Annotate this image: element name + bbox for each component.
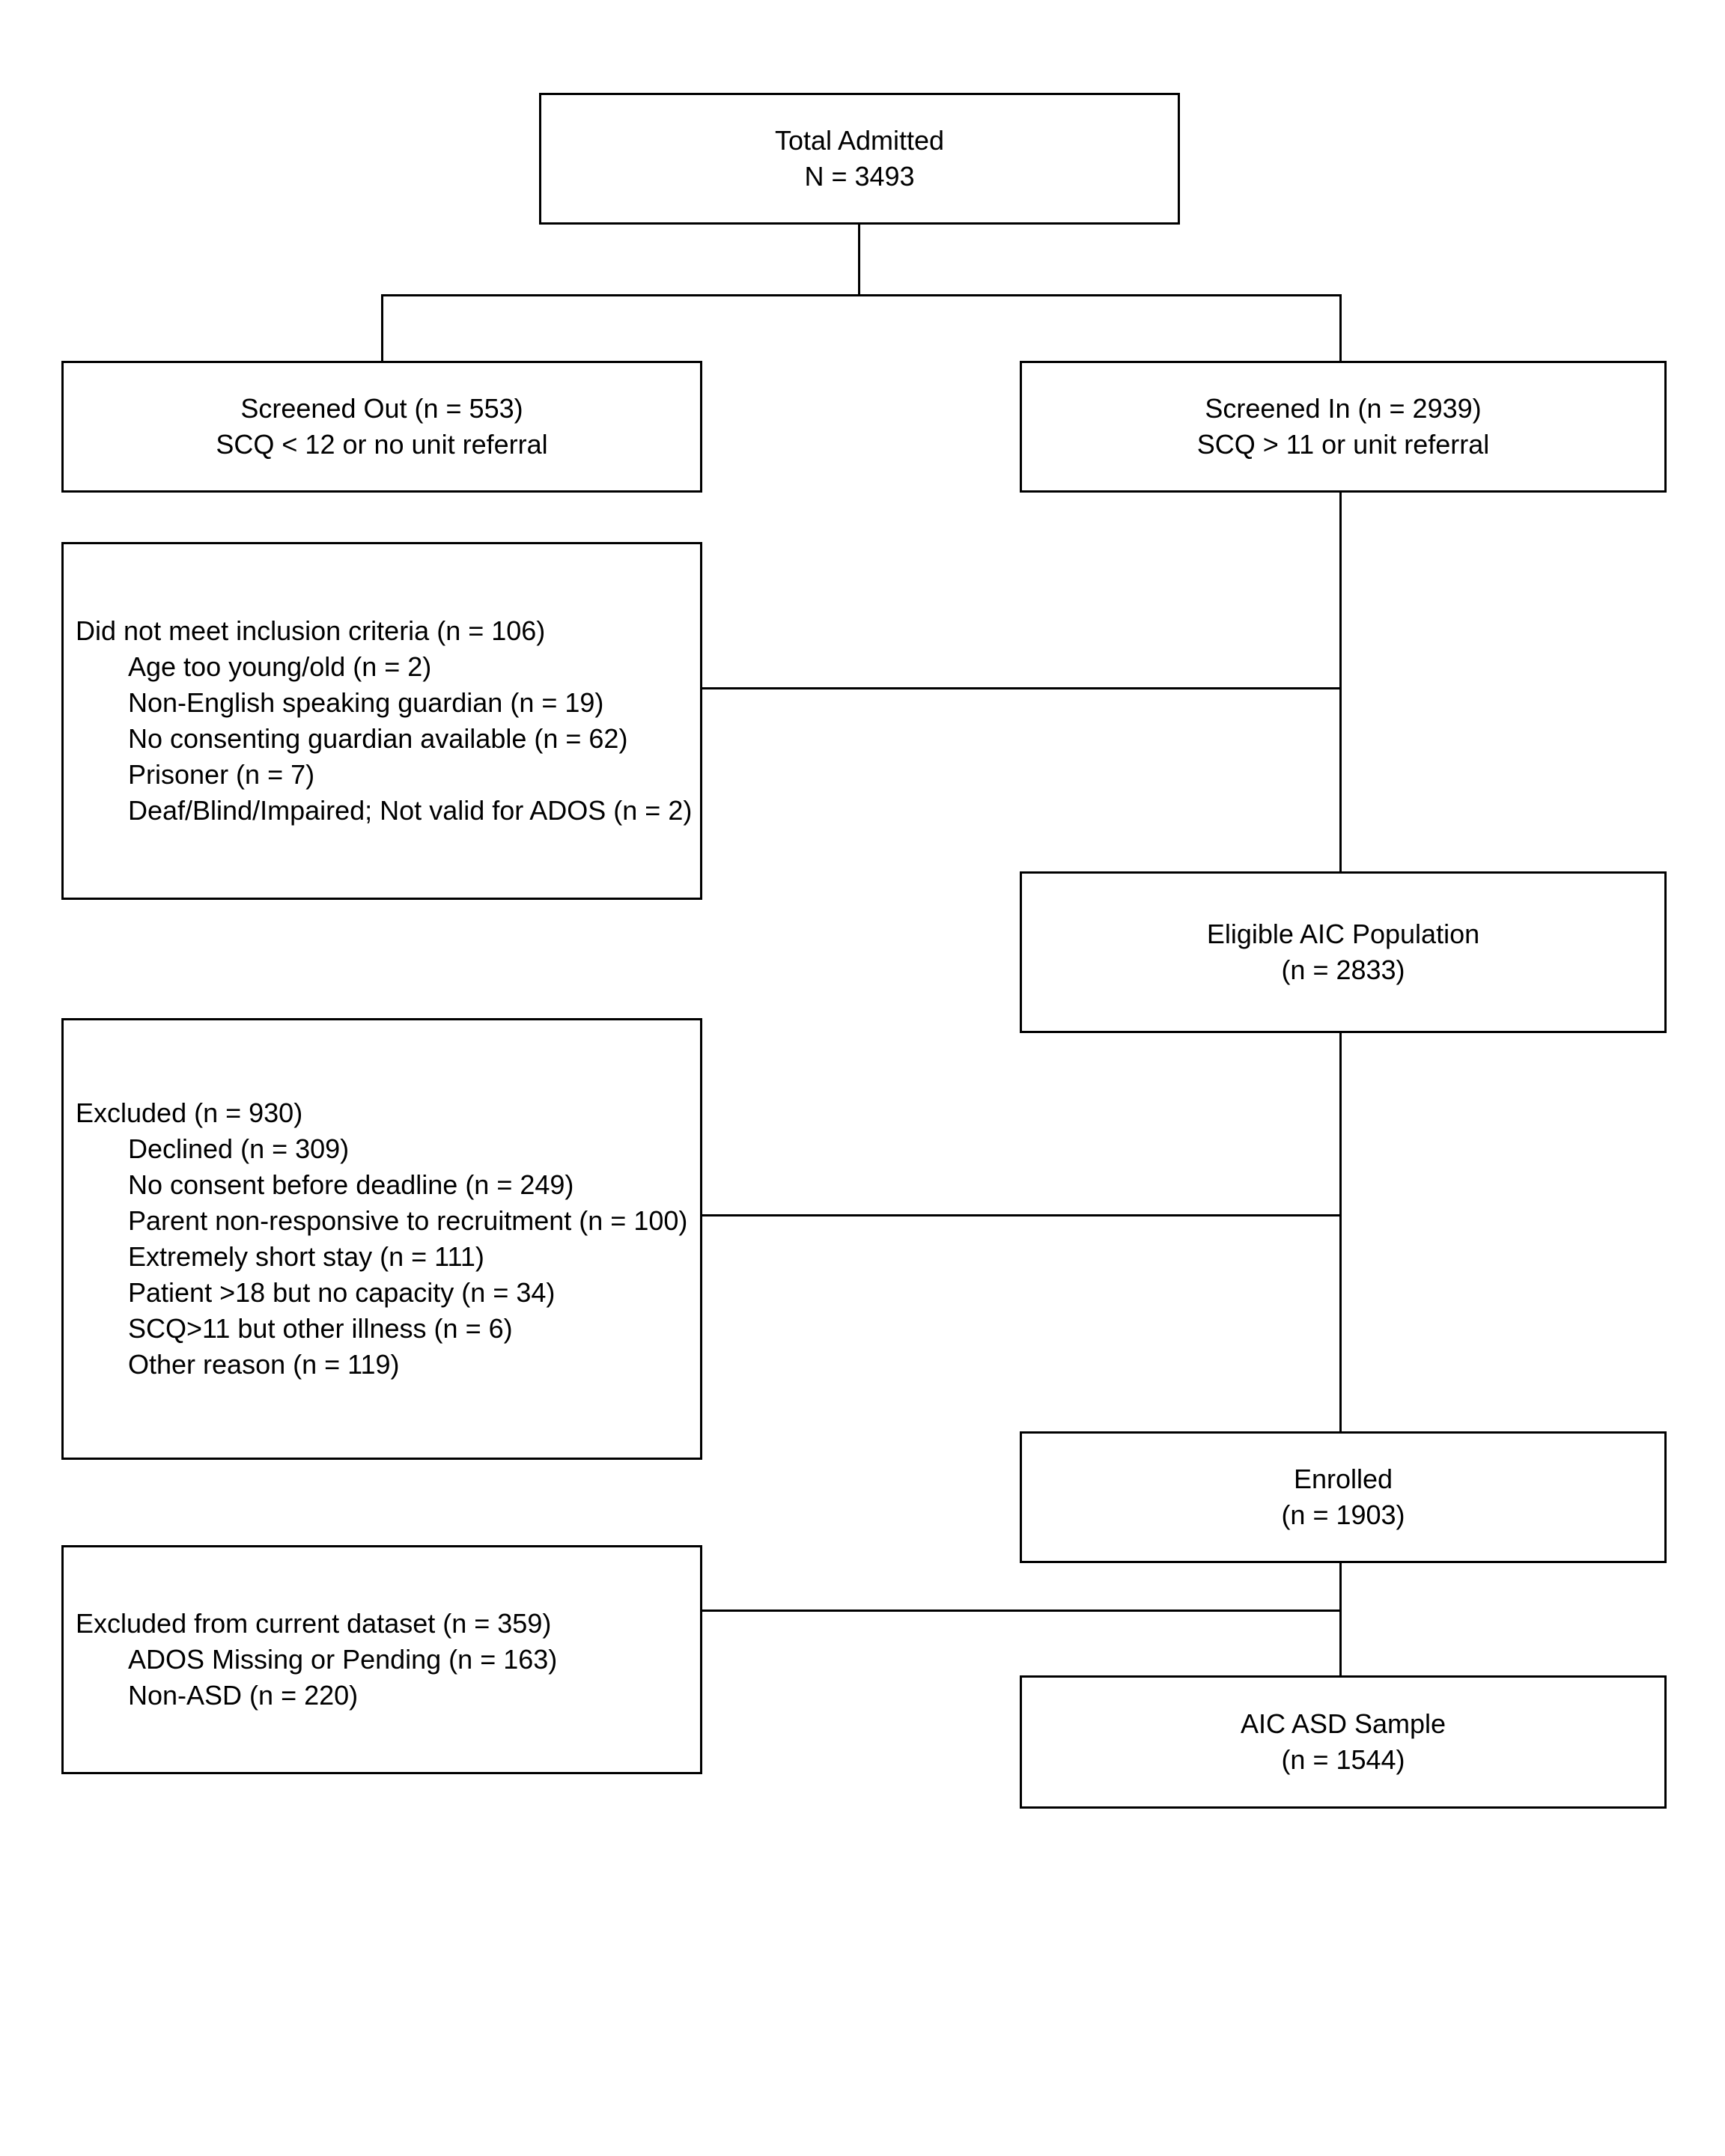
box-subtitle: SCQ < 12 or no unit referral [216,429,548,460]
list-item: SCQ>11 but other illness (n = 6) [128,1313,513,1344]
box-title: Excluded (n = 930) [76,1097,303,1128]
connector-branch-excluded [701,1214,1342,1216]
box-count: (n = 1544) [1281,1744,1405,1775]
box-excluded-from-dataset: Excluded from current dataset (n = 359) … [61,1545,702,1774]
box-title: Enrolled [1293,1464,1393,1494]
box-excluded: Excluded (n = 930) Declined (n = 309) No… [61,1018,702,1460]
box-aic-asd-sample: AIC ASD Sample (n = 1544) [1020,1675,1667,1809]
connector-total-stem [858,225,860,295]
box-screened-in: Screened In (n = 2939) SCQ > 11 or unit … [1020,361,1667,493]
box-title: Eligible AIC Population [1206,919,1480,949]
list-item: No consent before deadline (n = 249) [128,1169,574,1200]
connector-branch-excl-dataset [701,1610,1342,1612]
box-total-admitted: Total Admitted N = 3493 [539,93,1180,225]
list-item: Deaf/Blind/Impaired; Not valid for ADOS … [128,795,693,826]
box-count: (n = 1903) [1281,1499,1405,1530]
connector-branch-not-meet [701,687,1342,689]
connector-enrolled-sample [1339,1563,1342,1677]
list-item: Prisoner (n = 7) [128,759,315,790]
list-item: Patient >18 but no capacity (n = 34) [128,1277,556,1308]
list-item: Parent non-responsive to recruitment (n … [128,1205,688,1236]
box-title: AIC ASD Sample [1240,1708,1446,1739]
list-item: ADOS Missing or Pending (n = 163) [128,1644,558,1675]
box-subtitle: SCQ > 11 or unit referral [1196,429,1490,460]
list-item: Non-English speaking guardian (n = 19) [128,687,604,718]
box-title: Total Admitted [774,125,945,156]
box-count: N = 3493 [804,161,915,192]
box-count: (n = 2833) [1281,954,1405,985]
box-title: Did not meet inclusion criteria (n = 106… [76,615,546,646]
box-enrolled: Enrolled (n = 1903) [1020,1431,1667,1563]
box-title: Excluded from current dataset (n = 359) [76,1608,552,1639]
box-did-not-meet-criteria: Did not meet inclusion criteria (n = 106… [61,542,702,900]
connector-screen-split [381,294,1342,296]
connector-screenedin-eligible [1339,493,1342,873]
list-item: Declined (n = 309) [128,1133,350,1164]
box-title: Screened Out (n = 553) [240,393,523,424]
box-screened-out: Screened Out (n = 553) SCQ < 12 or no un… [61,361,702,493]
list-item: Other reason (n = 119) [128,1349,400,1380]
list-item: Age too young/old (n = 2) [128,651,432,682]
list-item: Extremely short stay (n = 111) [128,1241,484,1272]
list-item: Non-ASD (n = 220) [128,1680,359,1711]
connector-screened-in-drop [1339,294,1342,362]
connector-eligible-enrolled [1339,1033,1342,1433]
box-title: Screened In (n = 2939) [1205,393,1482,424]
connector-screened-out-drop [381,294,383,362]
box-eligible-aic-population: Eligible AIC Population (n = 2833) [1020,871,1667,1033]
list-item: No consenting guardian available (n = 62… [128,723,628,754]
